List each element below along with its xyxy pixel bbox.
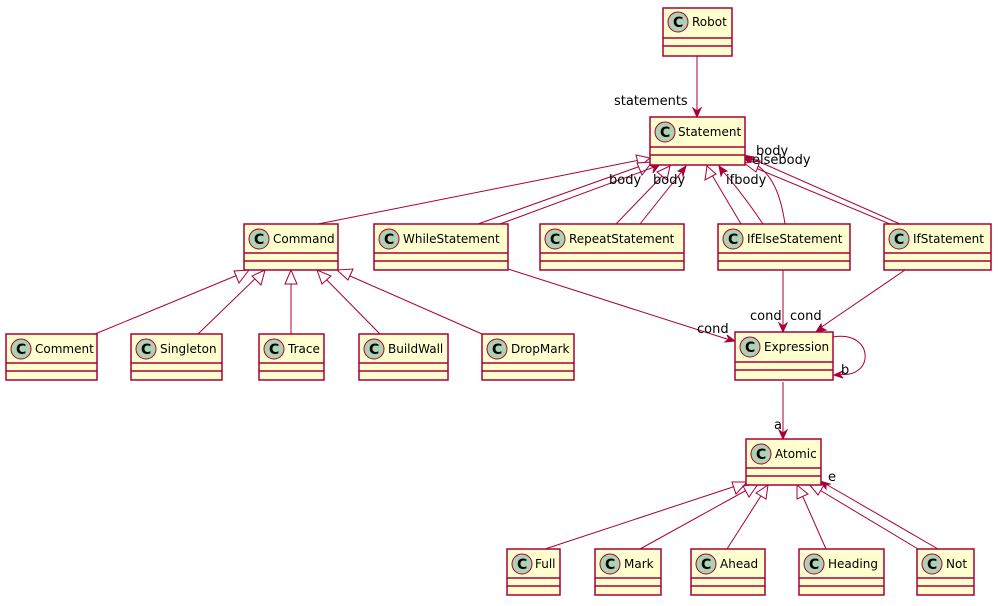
edge-comment-command [94,269,251,335]
label-elsebody: elsebody [752,153,811,168]
class-name: DropMark [511,342,570,356]
label-body-if: body [756,144,788,159]
edge-ahead-atomic [726,483,769,550]
edge-if-expression [814,269,906,333]
class-robot[interactable]: C Robot [662,7,733,57]
class-icon: C [809,557,819,573]
class-name: WhileStatement [403,232,500,246]
class-expression[interactable]: C Expression [734,331,834,381]
class-icon: C [269,342,279,358]
class-buildwall[interactable]: C BuildWall [358,333,449,381]
class-name: Singleton [160,342,217,356]
class-name: BuildWall [388,342,443,356]
class-icon: C [369,342,379,358]
edge-expression-self [832,335,866,379]
edge-while-expression [507,268,737,343]
class-icon: C [492,342,502,358]
edge-mark-atomic [639,483,760,550]
class-mark[interactable]: C Mark [594,548,662,596]
edge-if-statement [741,154,901,225]
edge-ifelse-expression [777,270,789,334]
class-name: IfStatement [913,232,984,246]
edge-command-statement [317,154,652,225]
class-icon: C [894,232,904,248]
class-comment[interactable]: C Comment [5,333,98,381]
label-cond-if: cond [790,309,822,324]
class-singleton[interactable]: C Singleton [130,333,223,381]
class-name: Trace [287,342,320,356]
edge-buildwall-command [316,269,381,335]
class-icon: C [254,232,264,248]
class-icon: C [550,232,560,248]
class-icon: C [141,342,151,358]
edge-repeat-statement [615,164,687,225]
class-ahead[interactable]: C Ahead [690,548,766,596]
class-full[interactable]: C Full [506,548,561,596]
label-ifbody: ifbody [726,173,767,188]
class-not[interactable]: C Not [916,548,975,596]
label-a: a [774,418,782,433]
label-cond-ifelse: cond [750,309,782,324]
class-icon: C [517,557,527,573]
edge-full-atomic [544,481,749,550]
class-name: IfElseStatement [747,232,843,246]
class-atomic[interactable]: C Atomic [745,438,822,486]
edge-dropmark-command [335,268,483,335]
class-name: RepeatStatement [569,232,675,246]
class-name: Expression [764,340,829,354]
class-heading[interactable]: C Heading [798,548,885,596]
edge-singleton-command [197,269,266,335]
edge-ifelse-statement [704,157,786,225]
class-repeat-statement[interactable]: C RepeatStatement [539,223,685,271]
class-icon: C [756,447,766,463]
class-name: Command [273,232,335,246]
class-while-statement[interactable]: C WhileStatement [373,223,509,271]
class-icon: C [673,15,683,31]
class-icon: C [728,232,738,248]
edge-trace-command [284,268,298,334]
class-statement[interactable]: C Statement [649,116,746,166]
class-name: Statement [678,125,741,139]
class-icon: C [701,557,711,573]
class-name: Robot [692,15,727,29]
edge-heading-atomic [796,483,827,550]
class-command[interactable]: C Command [243,223,339,271]
class-name: Not [946,557,967,571]
class-dropmark[interactable]: C DropMark [481,333,575,381]
class-name: Heading [828,557,878,571]
class-icon: C [745,340,755,356]
class-name: Ahead [720,557,758,571]
class-name: Full [535,557,556,571]
class-icon: C [16,342,26,358]
label-cond-while: cond [697,322,729,337]
edge-while-statement [477,161,662,225]
class-trace[interactable]: C Trace [258,333,325,381]
label-b: b [841,363,849,378]
class-ifelse-statement[interactable]: C IfElseStatement [717,223,851,271]
class-name: Comment [35,342,94,356]
label-e: e [828,470,836,485]
label-body-while: body [609,173,641,188]
label-statements: statements [614,94,688,109]
edge-robot-statement [691,56,703,119]
class-if-statement[interactable]: C IfStatement [883,223,992,271]
class-icon: C [605,557,615,573]
class-icon: C [927,557,937,573]
edge-expression-atomic [777,382,789,441]
class-icon: C [384,232,394,248]
edge-not-atomic [807,480,939,550]
class-name: Mark [624,557,654,571]
class-icon: C [660,125,670,141]
label-body-repeat: body [653,173,685,188]
class-name: Atomic [775,447,817,461]
